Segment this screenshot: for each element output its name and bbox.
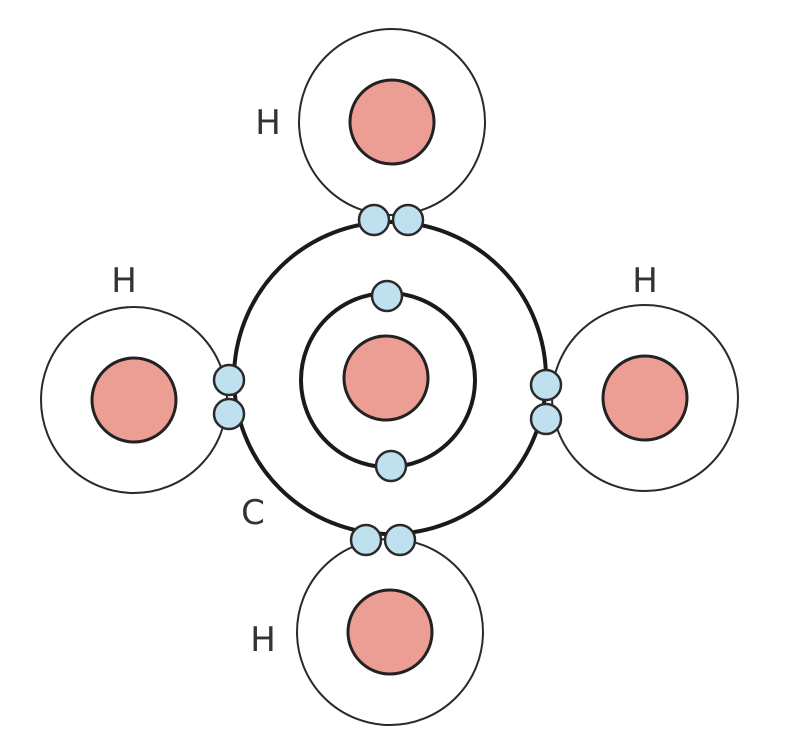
h-bottom-label: H <box>250 620 276 660</box>
carbon-inner-electron-top <box>370 279 404 313</box>
carbon-inner-electron-bottom <box>374 449 408 483</box>
bond-right-electron-2 <box>529 402 563 436</box>
h-top-nucleus <box>348 78 436 166</box>
carbon-nucleus <box>342 334 430 422</box>
bond-right-electron-1 <box>529 368 563 402</box>
h-left-label: H <box>111 261 137 301</box>
bond-top-electron-1 <box>357 203 391 237</box>
carbon-label: C <box>241 493 265 533</box>
h-right-nucleus <box>601 354 689 442</box>
h-left-nucleus <box>90 356 178 444</box>
bond-bottom-electron-1 <box>349 523 383 557</box>
bond-top-electron-2 <box>391 203 425 237</box>
h-right-label: H <box>632 261 658 301</box>
h-bottom-nucleus <box>346 588 434 676</box>
bond-bottom-electron-2 <box>383 523 417 557</box>
bond-left-electron-1 <box>212 363 246 397</box>
h-top-label: H <box>255 103 281 143</box>
bond-left-electron-2 <box>212 397 246 431</box>
